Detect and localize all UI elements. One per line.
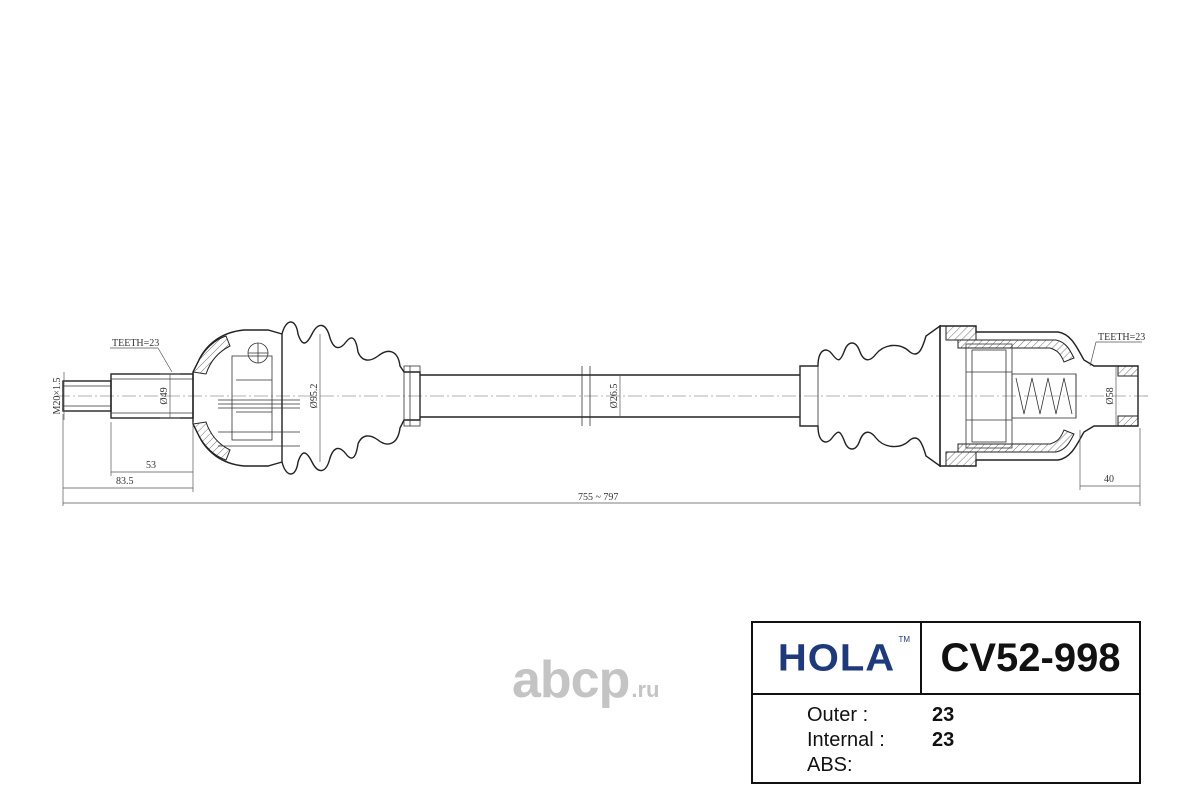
spec-row-outer: Outer : 23 bbox=[807, 703, 1139, 728]
inner-spline-diameter-label: Ø58 bbox=[1105, 387, 1116, 404]
spec-value: 23 bbox=[932, 729, 955, 751]
spec-label: Internal : bbox=[807, 729, 885, 751]
spec-label: Outer : bbox=[807, 704, 869, 726]
part-info-box: HOLA TM CV52-998 Outer : 23 Internal : 2… bbox=[751, 621, 1141, 784]
outer-boot bbox=[281, 321, 421, 475]
shaft-diameter-label: Ø26.5 bbox=[609, 384, 620, 409]
brand-trademark: TM bbox=[898, 635, 910, 644]
outer-stub-length-label: 83.5 bbox=[116, 476, 134, 487]
outer-joint bbox=[62, 321, 421, 475]
inner-teeth-label: TEETH=23 bbox=[1098, 332, 1145, 343]
watermark-text: abcp bbox=[512, 651, 630, 709]
part-number-cell: CV52-998 bbox=[922, 623, 1139, 693]
outer-teeth-label: TEETH=23 bbox=[112, 338, 159, 349]
watermark: abcp .ru bbox=[512, 650, 660, 710]
spec-list: Outer : 23 Internal : 23 ABS: bbox=[753, 695, 1139, 778]
watermark-suffix: .ru bbox=[631, 677, 660, 702]
spline-length-label: 53 bbox=[146, 460, 156, 471]
shaft bbox=[420, 366, 800, 426]
dimensions: M20×1.5 TEETH=23 Ø49 Ø95.2 Ø26.5 Ø58 TEE… bbox=[52, 332, 1145, 506]
spec-row-internal: Internal : 23 bbox=[807, 728, 1139, 753]
brand-cell: HOLA TM bbox=[753, 623, 922, 693]
outer-spline-diameter-label: Ø49 bbox=[159, 387, 170, 404]
inner-joint bbox=[799, 324, 1139, 468]
spec-label: ABS: bbox=[807, 754, 853, 776]
info-box-header: HOLA TM CV52-998 bbox=[753, 623, 1139, 695]
total-length-label: 755 ~ 797 bbox=[578, 492, 618, 503]
brand-logo: HOLA bbox=[777, 636, 896, 679]
inner-spring bbox=[1015, 377, 1073, 415]
inner-stub-length-label: 40 bbox=[1104, 474, 1114, 485]
boot-diameter-label: Ø95.2 bbox=[309, 384, 320, 409]
spec-row-abs: ABS: bbox=[807, 753, 1139, 778]
cv-axle-drawing: M20×1.5 TEETH=23 Ø49 Ø95.2 Ø26.5 Ø58 TEE… bbox=[52, 321, 1150, 506]
spec-value: 23 bbox=[932, 704, 955, 726]
part-number: CV52-998 bbox=[940, 635, 1121, 680]
thread-dim-label: M20×1.5 bbox=[52, 377, 63, 414]
